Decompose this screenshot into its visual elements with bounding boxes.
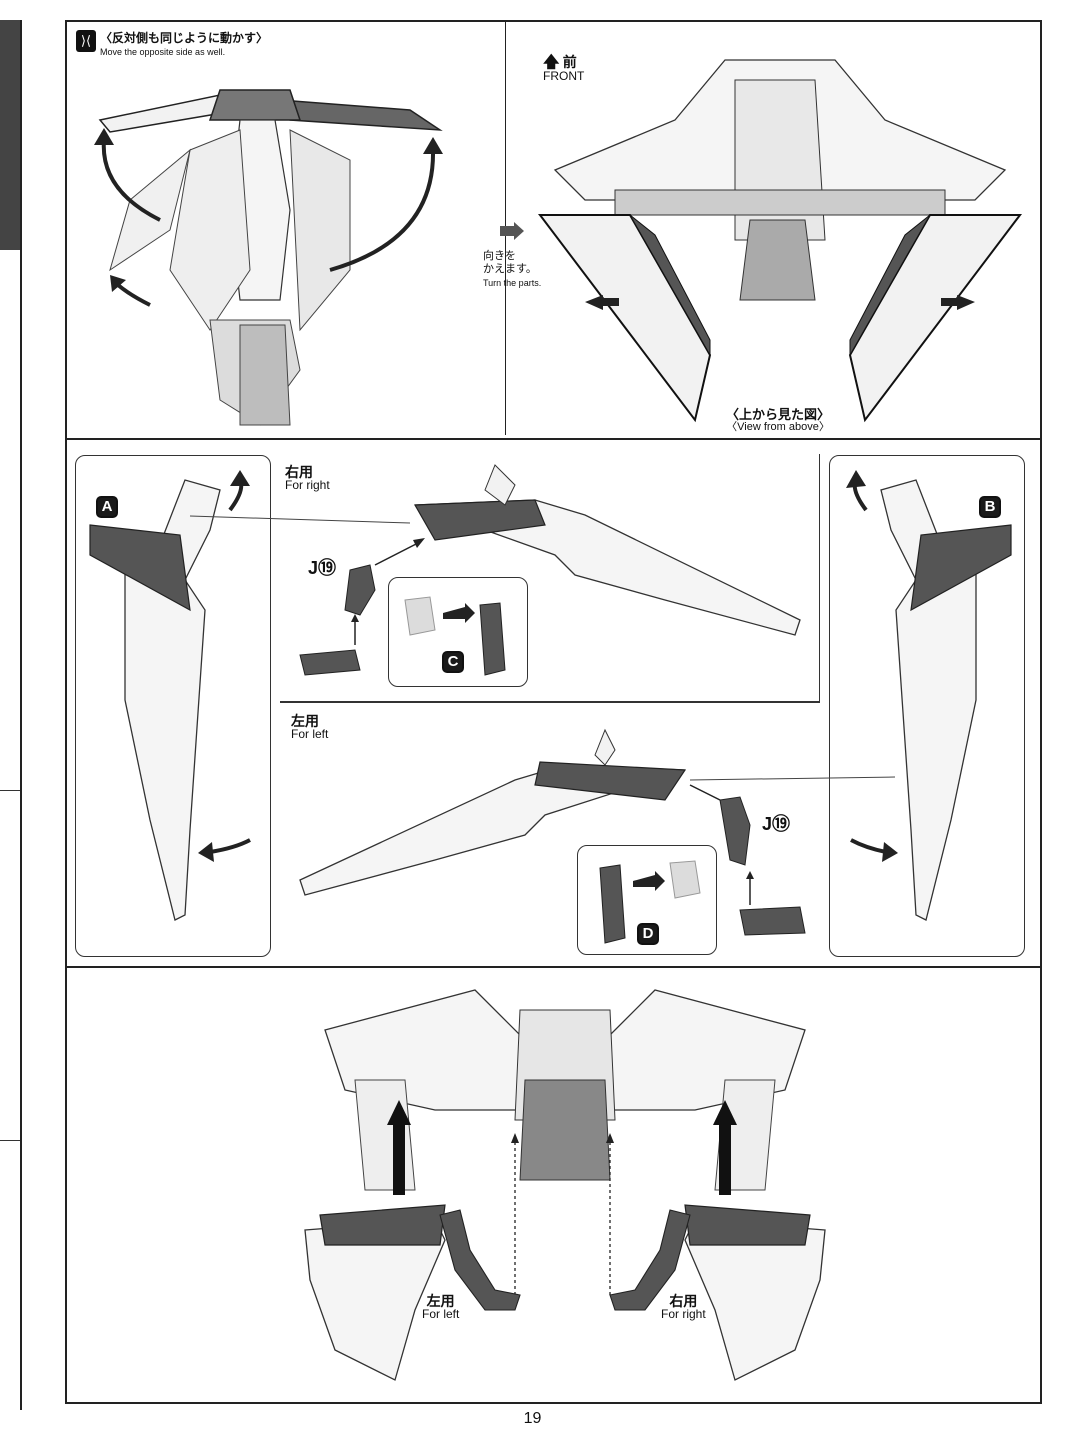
for-left-jp: 左用 <box>291 713 319 729</box>
step4-for-right-label: 右用 For right <box>661 1293 706 1321</box>
badge-d: D <box>637 923 659 945</box>
right-wing-illustration <box>413 464 801 636</box>
view-jp: 〈上から見た図〉 <box>726 407 831 422</box>
for-left-en: For left <box>291 727 329 741</box>
turn-arrow-icon <box>500 222 524 240</box>
step4-panel <box>65 966 1042 1404</box>
right-part-frame <box>280 454 820 702</box>
mirror-icon: ⟩⟨ <box>76 30 96 52</box>
step4-for-left-en: For left <box>422 1307 460 1321</box>
badge-b: B <box>979 496 1001 518</box>
for-right-label: 右用 For right <box>285 464 330 492</box>
page-number: 19 <box>523 1410 542 1427</box>
part-label-j19-left: J⑲ <box>762 814 791 834</box>
prev-page-strip <box>0 20 22 1410</box>
inset-d <box>577 845 717 955</box>
front-jp: 前 <box>562 54 577 70</box>
step1-note-jp: 〈反対側も同じように動かす〉 <box>100 31 269 45</box>
step4-for-right-jp: 右用 <box>669 1293 698 1309</box>
turn-jp-2: かえます。 <box>483 263 537 275</box>
for-left-label: 左用 For left <box>291 713 329 741</box>
view-en: 〈View from above〉 <box>726 421 830 433</box>
callout-b-illustration <box>846 470 1012 921</box>
prev-page-divider <box>0 790 20 791</box>
front-arrow-icon: 🡅 <box>543 54 560 71</box>
step4-for-right-en: For right <box>661 1307 706 1321</box>
right-part-assembly <box>299 538 425 676</box>
step2-illustration <box>537 59 1023 423</box>
step1-panel <box>65 20 505 440</box>
prev-page-dark-band <box>0 20 20 250</box>
callout-b <box>829 455 1025 957</box>
inset-d-illustration <box>599 860 701 944</box>
part-label-j19-right: J⑲ <box>308 558 337 578</box>
step4-for-left-jp: 左用 <box>426 1293 455 1309</box>
turn-jp-1: 向きを <box>483 250 516 262</box>
for-right-en: For right <box>285 478 330 492</box>
badge-c: C <box>442 651 464 673</box>
front-en: FRONT <box>543 69 585 83</box>
callout-a-illustration <box>89 470 251 921</box>
step2-panel <box>505 20 1042 440</box>
left-part-frame <box>280 702 820 966</box>
left-part-assembly <box>689 784 806 936</box>
for-right-jp: 右用 <box>285 464 313 480</box>
left-wing-illustration <box>299 728 687 896</box>
prev-page-divider <box>0 1140 20 1141</box>
inset-c <box>388 577 528 687</box>
badge-a: A <box>96 496 118 518</box>
turn-label: 向きを かえます。 Turn the parts. <box>483 250 541 290</box>
callout-a <box>75 455 271 957</box>
step1-illustration <box>94 89 443 426</box>
turn-en: Turn the parts. <box>483 278 542 288</box>
inset-c-illustration <box>404 596 506 676</box>
step4-illustration <box>304 989 826 1381</box>
step1-note: 〈反対側も同じように動かす〉 Move the opposite side as… <box>100 32 268 59</box>
step1-note-en: Move the opposite side as well. <box>100 47 226 57</box>
view-label: 〈上から見た図〉 〈View from above〉 <box>726 408 830 434</box>
step4-for-left-label: 左用 For left <box>422 1293 460 1321</box>
front-label: 🡅 前 FRONT <box>543 54 585 83</box>
